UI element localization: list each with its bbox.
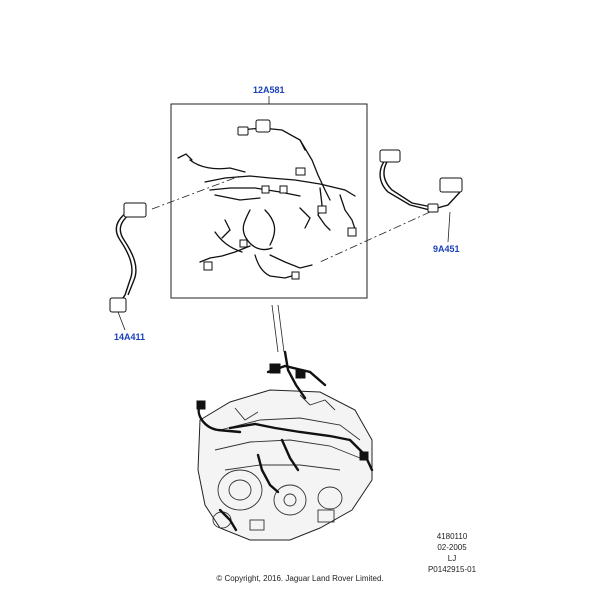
leader-line-14a411 — [117, 311, 126, 331]
drawing-ref: P0142915-01 — [427, 565, 477, 574]
callout-12a581[interactable]: 12A581 — [253, 85, 285, 95]
left-harness-connectors — [109, 202, 147, 313]
pointer-line-a — [271, 304, 279, 353]
dashed-link-left — [151, 175, 241, 210]
engine-assembly[interactable] — [196, 350, 374, 541]
copyright-text: © Copyright, 2016. Jaguar Land Rover Lim… — [216, 574, 384, 583]
drawing-date: 02-2005 — [437, 543, 467, 552]
harness-connectors — [203, 119, 357, 280]
drawing-initials: LJ — [447, 554, 457, 563]
wiring-harness-12a581[interactable] — [177, 127, 357, 279]
leader-line-9a451 — [447, 211, 451, 243]
drawing-code: 4180110 — [436, 532, 468, 541]
callout-9a451[interactable]: 9A451 — [433, 244, 460, 254]
wiring-harness-9a451[interactable] — [379, 159, 461, 211]
wiring-harness-14a411[interactable] — [115, 209, 137, 306]
drawing-meta: 4180110 02-2005 LJ P0142915-01 — [420, 531, 484, 575]
pointer-line-b — [277, 304, 285, 353]
dashed-link-right — [319, 211, 431, 263]
detail-box — [170, 103, 368, 299]
callout-14a411[interactable]: 14A411 — [114, 332, 146, 342]
right-harness-connectors — [379, 149, 463, 213]
